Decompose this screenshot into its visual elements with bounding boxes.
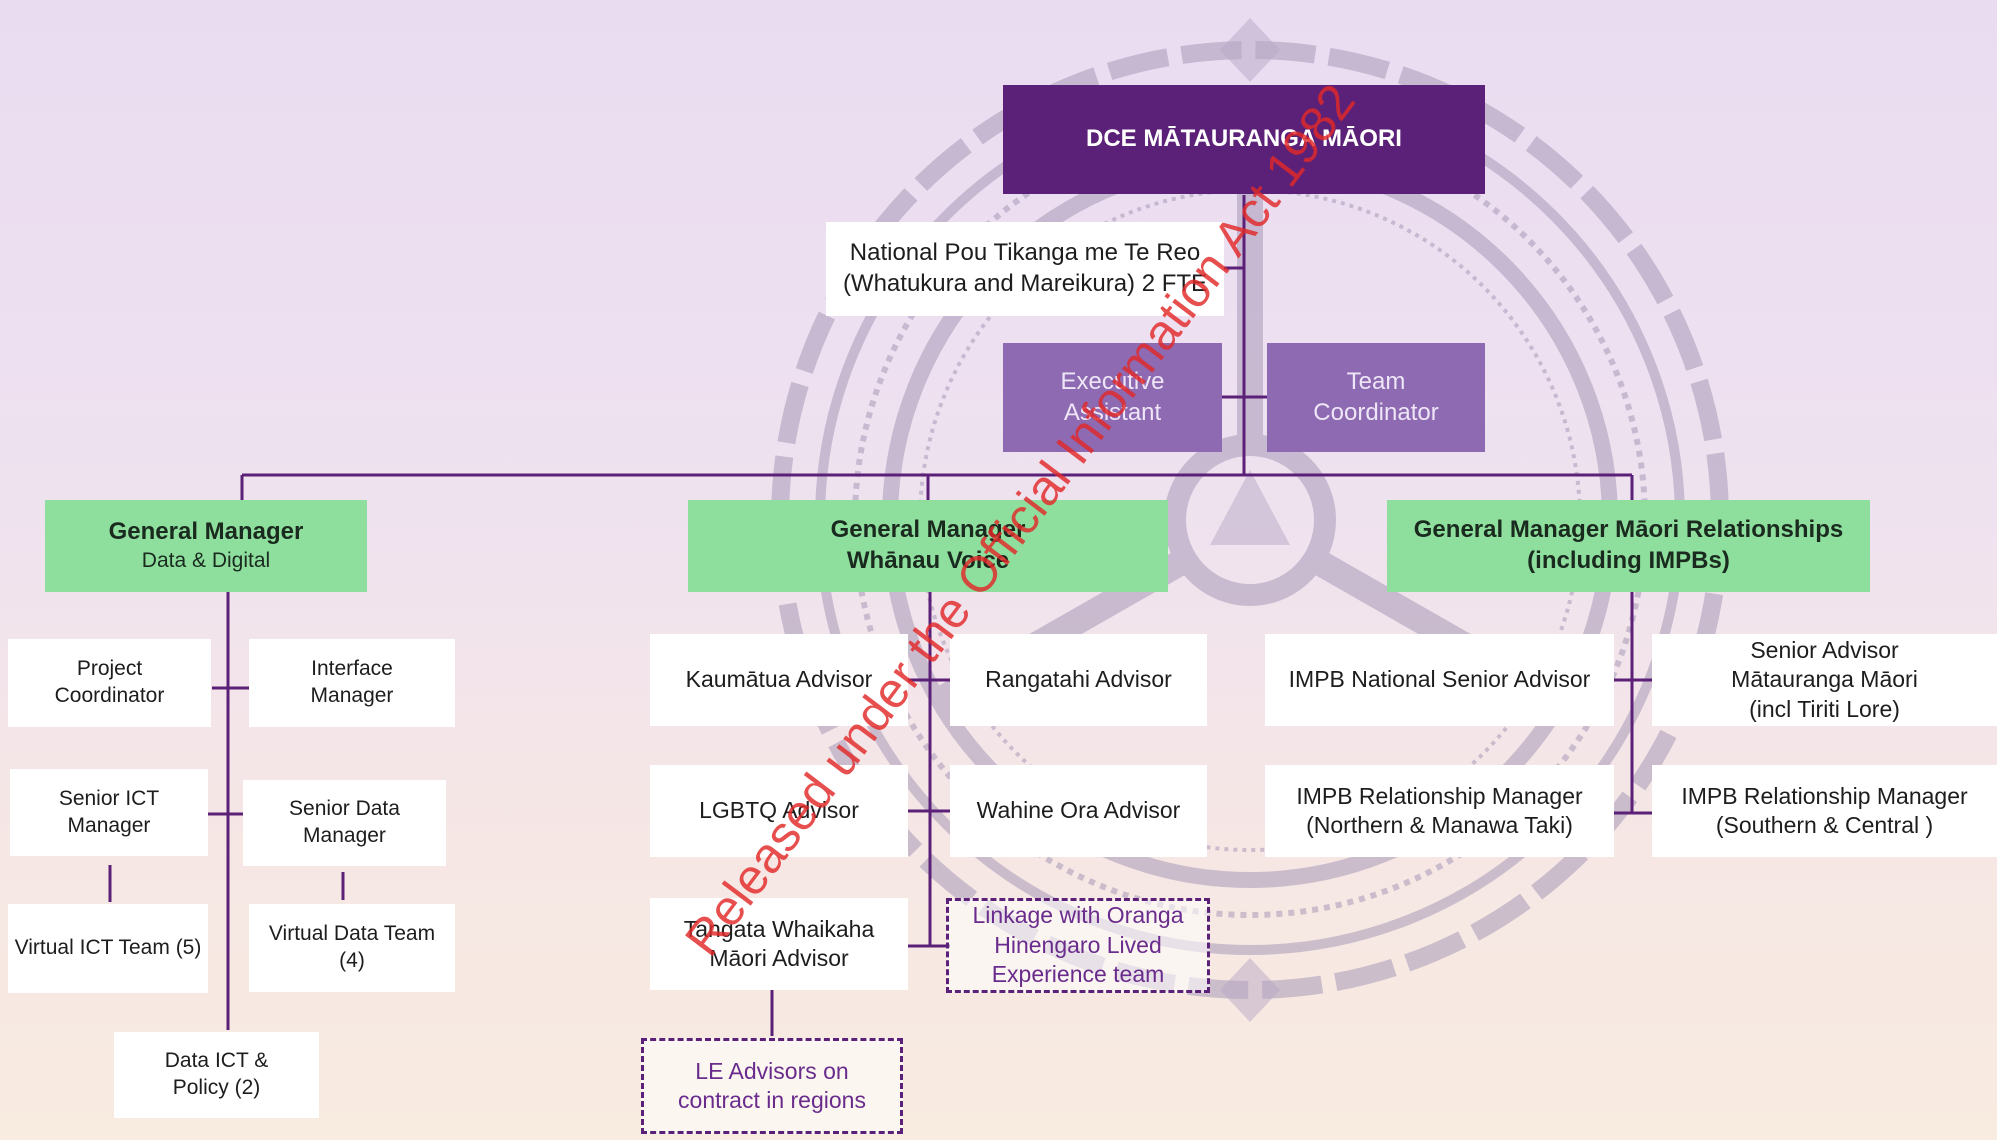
gm-data-digital-box: General Manager Data & Digital [45,500,367,592]
virtual-data-team-box: Virtual Data Team (4) [249,904,455,992]
impb-southern-box: IMPB Relationship Manager (Southern & Ce… [1652,765,1997,857]
lgbtq-advisor-box: LGBTQ Advisor [650,765,908,857]
tangata-whaikaha-box: Tangata Whaikaha Māori Advisor [650,898,908,990]
linkage-oranga-box: Linkage with Oranga Hinengaro Lived Expe… [946,898,1210,993]
wahine-ora-advisor-box: Wahine Ora Advisor [950,765,1207,857]
le-advisors-box: LE Advisors on contract in regions [641,1038,903,1134]
virtual-ict-team-box: Virtual ICT Team (5) [8,904,208,993]
gm-data-subtitle: Data & Digital [141,548,271,572]
project-coordinator-box: Project Coordinator [8,639,211,727]
national-pou-box: National Pou Tikanga me Te Reo (Whatukur… [826,222,1224,316]
impb-northern-box: IMPB Relationship Manager (Northern & Ma… [1265,765,1614,857]
impb-national-advisor-box: IMPB National Senior Advisor [1265,634,1614,726]
gm-data-title: General Manager [108,518,304,546]
executive-assistant-box: Executive Assistant [1003,343,1222,452]
interface-manager-box: Interface Manager [249,639,455,727]
dce-box: DCE MĀTAURANGA MĀORI [1003,85,1485,194]
senior-advisor-matauranga-box: Senior Advisor Mātauranga Māori (incl Ti… [1652,634,1997,726]
team-coordinator-box: Team Coordinator [1267,343,1485,452]
rangatahi-advisor-box: Rangatahi Advisor [950,634,1207,726]
gm-maori-title: General Manager Māori Relationships (inc… [1413,516,1844,574]
data-ict-policy-box: Data ICT & Policy (2) [114,1032,319,1118]
kaumatua-advisor-box: Kaumātua Advisor [650,634,908,726]
gm-whanau-title: General Manager Whānau Voice [830,516,1026,574]
senior-ict-manager-box: Senior ICT Manager [10,769,208,856]
gm-whanau-voice-box: General Manager Whānau Voice [688,500,1168,592]
gm-maori-relationships-box: General Manager Māori Relationships (inc… [1387,500,1870,592]
senior-data-manager-box: Senior Data Manager [243,780,446,866]
